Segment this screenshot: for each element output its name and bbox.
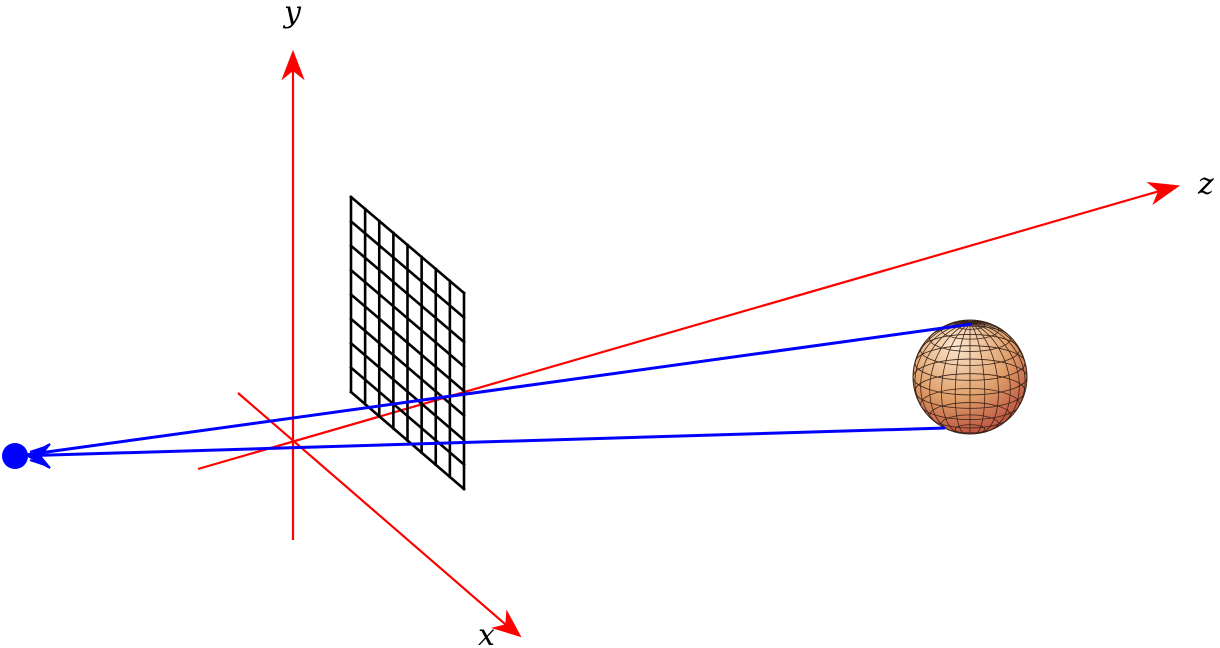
sphere-longitude-line — [920, 322, 971, 427]
z-axis — [197, 186, 1171, 471]
grid-horizontal-line — [349, 341, 466, 442]
x-axis — [237, 392, 513, 631]
z-axis-arrowhead — [1146, 181, 1181, 206]
grid-horizontal-line — [349, 195, 466, 295]
sphere-longitude-line — [969, 322, 1020, 427]
ray-upper — [17, 322, 973, 458]
y-axis-label: y — [282, 0, 302, 30]
sphere-longitude-line — [941, 322, 971, 434]
x-axis-arrowhead — [491, 609, 522, 638]
grid-horizontal-line — [349, 292, 466, 393]
sphere-longitude-line — [969, 322, 986, 434]
ray-lower — [17, 426, 946, 458]
camera-eye — [2, 443, 51, 469]
sphere — [912, 319, 1028, 435]
x-axis-label: x — [478, 618, 495, 648]
view-rays — [17, 322, 973, 458]
sphere-longitude-line — [969, 322, 999, 434]
grid-horizontal-line — [349, 365, 466, 467]
grid-horizontal-line — [349, 243, 466, 344]
y-axis-arrowhead — [281, 49, 305, 81]
eye-arrowheads — [25, 443, 51, 469]
sphere-longitude-line — [969, 322, 1026, 413]
sphere-longitude-line — [929, 322, 971, 432]
eye-point — [2, 443, 28, 469]
grid-horizontal-line — [349, 317, 466, 418]
sphere-outline — [912, 319, 1028, 435]
grid-horizontal-line — [349, 268, 466, 369]
image-plane-grid — [349, 195, 466, 491]
z-axis-label: z — [1197, 167, 1214, 202]
grid-horizontal-line — [349, 219, 466, 320]
sphere-longitude-line — [954, 322, 971, 434]
coordinate-axes — [197, 49, 1181, 638]
sphere-longitude-line — [969, 322, 1011, 432]
